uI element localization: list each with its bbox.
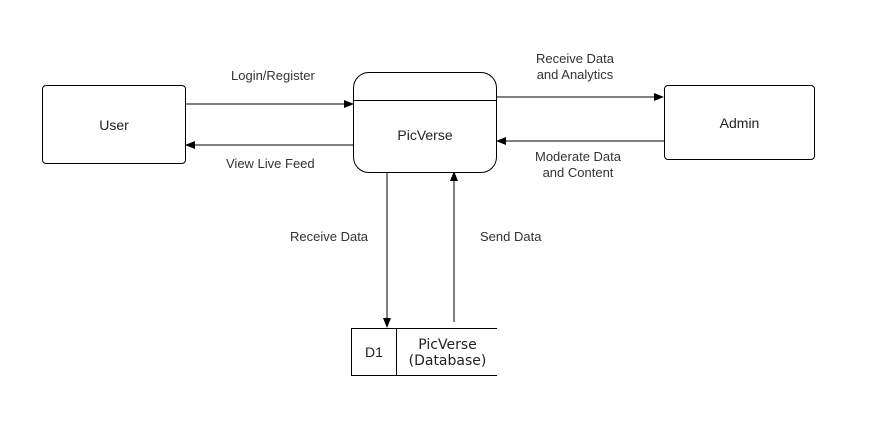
flow-label-send-data: Send Data	[480, 229, 542, 244]
user-entity-label: User	[99, 116, 129, 133]
flow-label-receive-data-analytics-line2: and Analytics	[536, 67, 614, 82]
flow-label-login-register: Login/Register	[231, 68, 315, 83]
store-name: PicVerse (Database)	[397, 337, 498, 369]
store-id: D1	[352, 329, 397, 375]
store-name-line1: PicVerse	[418, 337, 477, 353]
flow-label-moderate-data-content: Moderate Data and Content	[524, 149, 632, 181]
user-entity: User	[42, 85, 186, 164]
picverse-process-label: PicVerse	[397, 127, 453, 143]
flow-label-moderate-line2: and Content	[542, 165, 614, 180]
picverse-database-store: D1 PicVerse (Database)	[351, 328, 497, 376]
flow-label-view-live-feed: View Live Feed	[226, 156, 315, 171]
admin-entity-label: Admin	[719, 114, 760, 131]
flow-label-moderate-line1: Moderate Data	[535, 149, 621, 164]
flow-label-receive-data: Receive Data	[290, 229, 369, 244]
flow-label-receive-data-analytics: Receive Data and Analytics	[524, 51, 626, 83]
admin-entity: Admin	[664, 85, 815, 160]
picverse-process: PicVerse	[353, 72, 497, 173]
flow-label-receive-data-analytics-line1: Receive Data	[535, 51, 615, 66]
store-name-line2: (Database)	[408, 353, 487, 369]
process-divider	[354, 100, 496, 101]
